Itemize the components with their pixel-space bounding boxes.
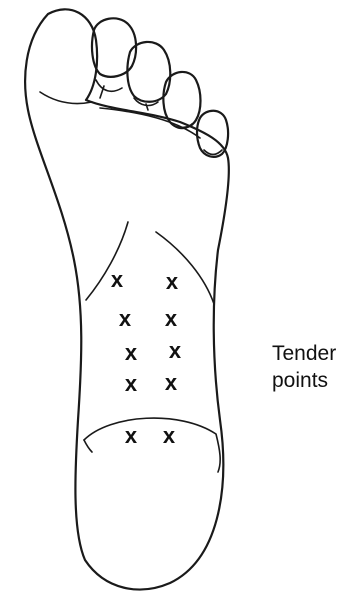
tender-point-3: x bbox=[125, 340, 138, 365]
arch-line-right bbox=[156, 232, 214, 304]
tender-points-label-line2: points bbox=[272, 369, 328, 392]
big-toe-crease bbox=[40, 92, 92, 104]
heel-arc-left-tail bbox=[84, 440, 92, 452]
tender-point-2: x bbox=[119, 306, 132, 331]
tender-point-5: x bbox=[125, 423, 138, 448]
tender-point-1: x bbox=[111, 267, 124, 292]
tender-points-label: Tender points bbox=[272, 340, 336, 394]
little-toe bbox=[197, 111, 228, 157]
heel-arc bbox=[84, 418, 220, 472]
second-toe bbox=[92, 18, 136, 76]
toe-crease-2 bbox=[96, 80, 122, 98]
tender-point-9: x bbox=[165, 370, 178, 395]
foot-outline bbox=[25, 9, 229, 589]
tender-point-8: x bbox=[169, 338, 182, 363]
tender-points-label-line1: Tender bbox=[272, 342, 336, 365]
tender-point-4: x bbox=[125, 371, 138, 396]
tender-point-7: x bbox=[165, 306, 178, 331]
tender-point-10: x bbox=[163, 423, 176, 448]
tender-point-6: x bbox=[166, 269, 179, 294]
